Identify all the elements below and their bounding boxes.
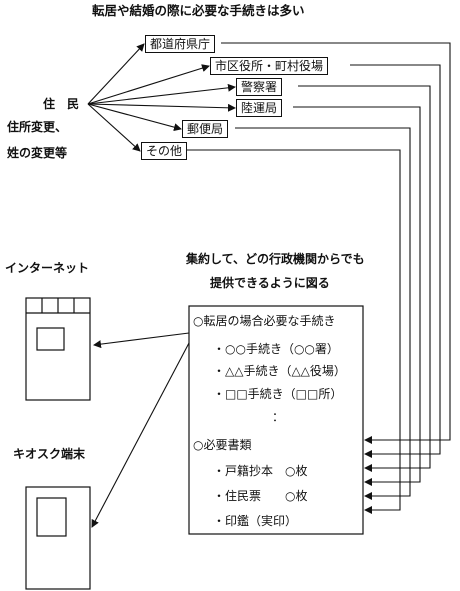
agency-box-police: 警察署 bbox=[236, 78, 283, 96]
fan-line-other bbox=[87, 103, 141, 152]
fan-line-transport bbox=[87, 103, 236, 112]
panel-ellipsis: ： bbox=[272, 410, 285, 424]
internet-device-screen bbox=[36, 327, 65, 351]
agency-box-other: その他 bbox=[141, 142, 188, 160]
fan-line-post bbox=[87, 103, 182, 132]
panel-procedure-item: ・□□手続き（□□所） bbox=[213, 387, 343, 401]
panel-to-device-arrows bbox=[91, 332, 190, 528]
arrow-to-internet bbox=[93, 332, 190, 349]
caption-line-2: 提供できるように図る bbox=[210, 276, 330, 290]
connector-prefecture bbox=[221, 42, 451, 444]
resident-label: 住 民 bbox=[43, 97, 80, 111]
fan-line-prefecture bbox=[87, 43, 145, 105]
resident-sub-address: 住所変更、 bbox=[7, 120, 68, 134]
info-panel-frame bbox=[188, 305, 364, 535]
agency-box-transport: 陸運局 bbox=[236, 99, 283, 117]
agency-box-city: 市区役所・町村役場 bbox=[210, 57, 329, 75]
arrow-to-kiosk bbox=[91, 342, 190, 528]
connector-police bbox=[298, 85, 431, 472]
panel-section-documents: ○必要書類 bbox=[193, 438, 252, 452]
panel-document-item: ・住民票 ○枚 bbox=[213, 489, 308, 503]
agency-box-prefecture: 都道府県庁 bbox=[145, 35, 216, 53]
panel-procedure-item: ・○○手続き（○○署） bbox=[213, 342, 339, 356]
agency-connector-lines bbox=[183, 42, 451, 514]
panel-procedure-item: ・△△手続き（△△役場） bbox=[213, 364, 346, 378]
agency-box-post: 郵便局 bbox=[182, 120, 229, 138]
kiosk-device bbox=[25, 486, 91, 590]
panel-document-item: ・戸籍抄本 ○枚 bbox=[213, 464, 308, 478]
panel-document-item: ・印鑑（実印） bbox=[213, 514, 298, 528]
resident-sub-surname: 姓の変更等 bbox=[7, 146, 68, 160]
connector-transport bbox=[293, 106, 421, 486]
panel-section-procedures: ○転居の場合必要な手続き bbox=[193, 314, 336, 328]
diagram-title: 転居や結婚の際に必要な手続きは多い bbox=[92, 3, 305, 18]
caption-line-1: 集約して、どの行政機関からでも bbox=[186, 252, 365, 266]
connector-city bbox=[350, 64, 441, 458]
channel-kiosk-label: キオスク端末 bbox=[13, 447, 86, 461]
connector-post bbox=[235, 127, 411, 500]
internet-device bbox=[25, 297, 91, 401]
kiosk-device-screen bbox=[36, 497, 67, 537]
fan-line-police bbox=[87, 83, 236, 105]
connector-other bbox=[183, 149, 401, 514]
fan-line-city bbox=[87, 64, 210, 105]
channel-internet-label: インターネット bbox=[5, 261, 90, 275]
resident-fan-lines bbox=[87, 43, 236, 152]
